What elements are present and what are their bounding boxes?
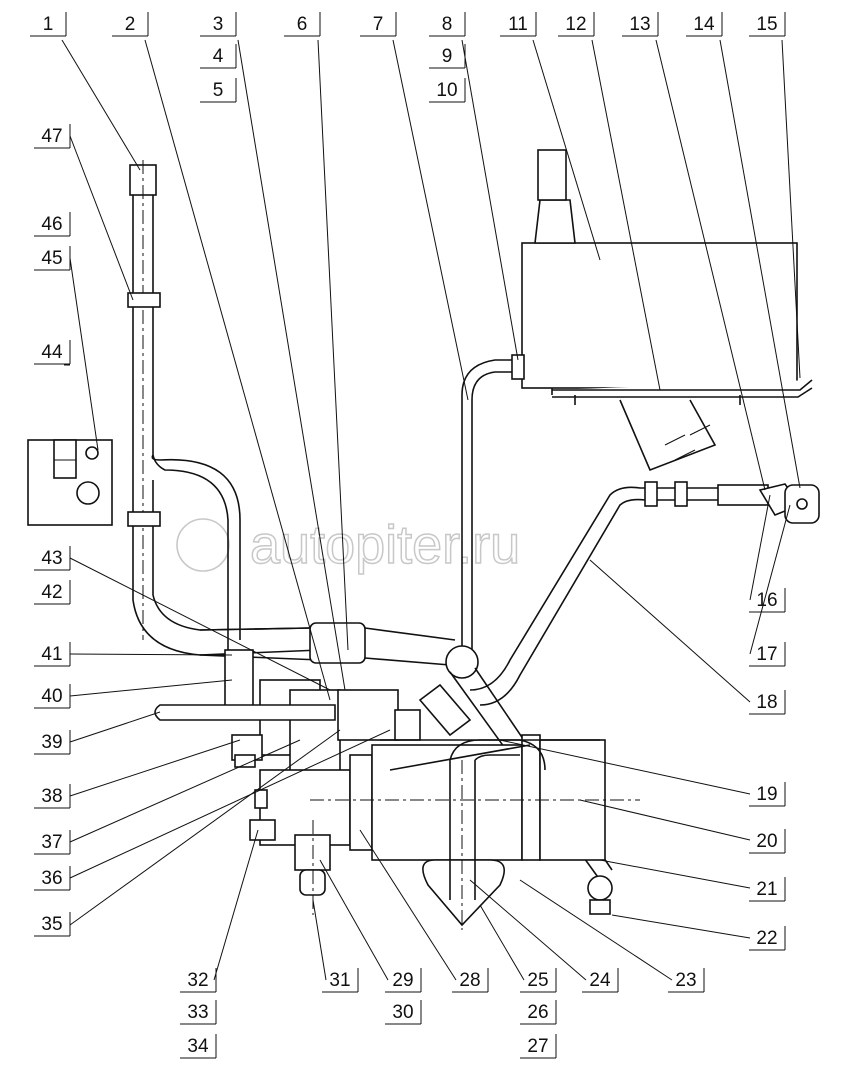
leader-line-20 [579, 799, 751, 841]
leader-line-22 [611, 914, 751, 939]
bracket-plate [27, 439, 113, 526]
leader-line-32 [213, 829, 259, 981]
leader-line-24 [469, 879, 587, 981]
callout-label-43: 43 [41, 548, 62, 569]
callout-label-27: 27 [527, 1036, 548, 1057]
callout-label-23: 23 [675, 970, 696, 991]
callout-label-30: 30 [392, 1002, 413, 1023]
watermark: autopiter.ru [176, 514, 521, 576]
leader-line-36 [69, 729, 391, 879]
leader-line-41 [69, 653, 233, 656]
callout-label-6: 6 [297, 14, 308, 35]
callout-label-42: 42 [41, 582, 62, 603]
callout-label-40: 40 [41, 686, 62, 707]
leader-line-45 [69, 257, 99, 451]
callout-label-46: 46 [41, 214, 62, 235]
fuel-line-18 [469, 481, 820, 706]
leader-line-7 [392, 39, 469, 401]
leader-line-14 [719, 39, 801, 489]
callout-label-33: 33 [187, 1002, 208, 1023]
callout-label-32: 32 [187, 970, 208, 991]
clamp-upper [127, 292, 161, 308]
callout-label-12: 12 [565, 14, 586, 35]
leader-line-12 [591, 39, 661, 391]
callout-label-20: 20 [756, 831, 777, 852]
callout-label-36: 36 [41, 868, 62, 889]
callout-label-11: 11 [508, 14, 528, 35]
callout-label-14: 14 [693, 14, 715, 35]
leader-line-38 [69, 739, 241, 797]
callout-label-28: 28 [459, 970, 480, 991]
pump-assembly [154, 649, 472, 776]
callout-label-44: 44 [41, 342, 63, 363]
callout-label-9: 9 [442, 46, 453, 67]
callout-label-22: 22 [756, 928, 777, 949]
watermark-text: autopiter.ru [250, 515, 520, 575]
leader-line-39 [69, 711, 161, 743]
callout-label-21: 21 [756, 879, 777, 900]
callout-label-13: 13 [629, 14, 650, 35]
leader-line-25 [479, 904, 525, 981]
callout-label-10: 10 [436, 80, 457, 101]
callout-label-1: 1 [43, 14, 54, 35]
callout-label-37: 37 [41, 832, 62, 853]
vertical-pipe [127, 160, 321, 656]
callout-label-26: 26 [527, 1002, 548, 1023]
leader-line-16 [749, 494, 771, 601]
fuel-tank [511, 149, 813, 472]
callout-label-41: 41 [41, 644, 62, 665]
callout-label-15: 15 [756, 14, 777, 35]
leader-line-28 [359, 829, 457, 981]
callout-label-16: 16 [756, 590, 777, 611]
callout-label-7: 7 [373, 14, 384, 35]
leader-line-1 [61, 39, 141, 171]
callout-label-17: 17 [756, 644, 777, 665]
callout-label-45: 45 [41, 248, 62, 269]
leader-line-23 [519, 879, 673, 981]
leader-line-47 [69, 135, 134, 301]
callout-label-3: 3 [213, 14, 224, 35]
leader-line-37 [69, 739, 301, 843]
fitting-15 [784, 484, 820, 524]
fuel-line-7 [461, 359, 512, 655]
leader-line-3 [237, 39, 346, 691]
leader-line-31 [312, 899, 327, 981]
leader-line-2 [144, 39, 331, 701]
callout-label-5: 5 [213, 80, 224, 101]
drain-plug-22 [589, 899, 611, 915]
leader-line-35 [69, 729, 341, 926]
leader-line-17 [749, 504, 791, 655]
sediment-bowl [422, 859, 506, 927]
callout-label-2: 2 [125, 14, 136, 35]
leader-line-43 [69, 557, 331, 691]
leader-line-40 [69, 679, 233, 697]
leader-line-21 [599, 859, 751, 889]
leader-line-18 [589, 559, 751, 703]
leader-line-13 [655, 39, 766, 491]
callout-label-8: 8 [442, 14, 453, 35]
leader-line-19 [499, 739, 751, 795]
callout-label-39: 39 [41, 732, 62, 753]
leader-line-15 [781, 39, 801, 379]
leader-line-6 [317, 39, 349, 651]
callout-label-25: 25 [527, 970, 548, 991]
callout-label-24: 24 [589, 970, 611, 991]
callout-label-4: 4 [213, 46, 224, 67]
callout-label-47: 47 [41, 126, 62, 147]
leader-line-29 [319, 859, 389, 981]
callout-label-29: 29 [392, 970, 413, 991]
callout-label-35: 35 [41, 914, 62, 935]
callout-label-34: 34 [187, 1036, 209, 1057]
callout-label-31: 31 [329, 970, 350, 991]
leader-line-8 [461, 39, 519, 361]
callout-label-18: 18 [756, 692, 777, 713]
callout-label-19: 19 [756, 784, 777, 805]
leader-line-11 [532, 39, 601, 261]
callout-label-38: 38 [41, 786, 62, 807]
clamp-lower [127, 511, 161, 527]
